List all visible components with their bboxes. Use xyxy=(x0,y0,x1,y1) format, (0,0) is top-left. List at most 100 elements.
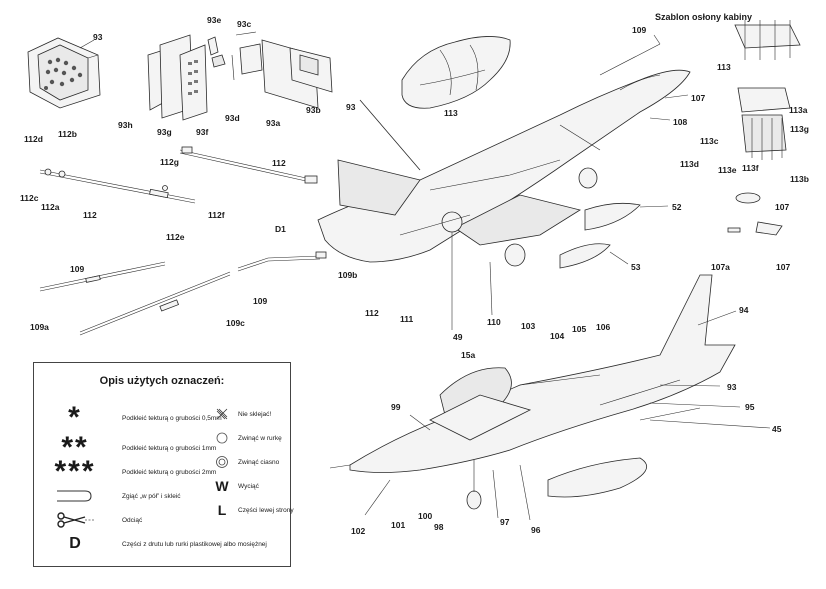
label-49: 49 xyxy=(453,332,463,342)
label-111: 111 xyxy=(400,314,414,324)
wire-109-long xyxy=(79,271,231,336)
label-112a: 112a xyxy=(41,202,60,212)
legend-item-right-0: Nie sklejać! xyxy=(210,403,466,425)
label-109-top: 109 xyxy=(632,25,646,35)
part-labels: 93 93e 93c 93h 93g 93f 93d 93a 93b 93 11… xyxy=(20,15,809,536)
label-109a: 109a xyxy=(30,322,49,332)
label-93a: 93a xyxy=(266,118,280,128)
label-101: 101 xyxy=(391,520,405,530)
label-93f: 93f xyxy=(196,127,208,137)
aircraft-side xyxy=(329,274,736,510)
legend-title: Opis użytych oznaczeń: xyxy=(99,375,225,387)
label-93e: 93e xyxy=(207,15,221,25)
label-112-low: 112 xyxy=(365,308,379,318)
wire-D1 xyxy=(237,251,327,272)
label-103: 103 xyxy=(521,321,535,331)
label-93-top: 93 xyxy=(93,32,103,42)
label-100: 100 xyxy=(418,511,432,521)
part-93c xyxy=(231,31,263,81)
label-93-right: 93 xyxy=(346,102,356,112)
part-107-probe xyxy=(727,192,783,236)
fold-icon xyxy=(40,485,110,507)
label-106: 106 xyxy=(596,322,610,332)
legend-text-3: Zgiąć „w pół” i skleić xyxy=(122,492,181,500)
instrument-panel-93 xyxy=(27,37,101,109)
label-107-a: 107 xyxy=(775,202,789,212)
label-112-left: 112 xyxy=(83,210,97,220)
label-109c: 109c xyxy=(226,318,245,328)
legend-item-3: Zgiąć „w pół” i skleić xyxy=(34,485,290,507)
label-112e: 112e xyxy=(166,232,185,242)
label-109b: 109b xyxy=(338,270,357,280)
legend-item-right-4: L Części lewej strony xyxy=(210,499,466,521)
label-113d: 113d xyxy=(680,159,699,169)
canopy-113 xyxy=(401,36,511,109)
do-not-glue-icon xyxy=(210,403,234,425)
legend-item-right-1: Zwinąć w rurkę xyxy=(210,427,466,449)
legend-text-5: Części z drutu lub rurki plastikowej alb… xyxy=(122,540,267,548)
label-45: 45 xyxy=(772,424,782,434)
leader-lines xyxy=(79,34,771,521)
label-93d: 93d xyxy=(225,113,240,123)
label-107-b: 107 xyxy=(776,262,790,272)
label-93c: 93c xyxy=(237,19,251,29)
panel-93b xyxy=(289,47,333,93)
label-93-low: 93 xyxy=(727,382,737,392)
legend-text-right-2: Zwinąć ciasno xyxy=(238,458,280,466)
label-93g: 93g xyxy=(157,127,172,137)
legend-text-right-1: Zwinąć w rurkę xyxy=(238,434,282,442)
label-109-left: 109 xyxy=(70,264,84,274)
label-113g: 113g xyxy=(790,124,809,134)
label-112b: 112b xyxy=(58,129,77,139)
label-113-template: 113 xyxy=(717,62,731,72)
wire-109 xyxy=(39,261,166,292)
wire-part-letter: D xyxy=(69,535,81,552)
single-asterisk-icon: * xyxy=(68,401,82,434)
legend-item-0: * Podkleić tekturą o grubości 0,5mm xyxy=(34,401,290,434)
label-113b: 113b xyxy=(790,174,809,184)
double-asterisk-icon: ** xyxy=(61,431,89,464)
label-97: 97 xyxy=(500,517,510,527)
legend-item-2: *** Podkleić tekturą o grubości 2mm xyxy=(34,457,290,487)
legend-text-0: Podkleić tekturą o grubości 0,5mm xyxy=(122,414,222,422)
label-112d: 112d xyxy=(24,134,43,144)
legend-item-4: Odciąć xyxy=(34,509,290,531)
legend-text-right-4: Części lewej strony xyxy=(238,506,294,514)
legend-text-1: Podkleić tekturą o grubości 1mm xyxy=(122,444,217,452)
label-108: 108 xyxy=(673,117,687,127)
label-D1: D1 xyxy=(275,224,286,234)
label-93h: 93h xyxy=(118,120,133,130)
wire-112-upper xyxy=(179,146,318,184)
label-112f: 112f xyxy=(208,210,225,220)
legend-text-right-0: Nie sklejać! xyxy=(238,410,272,418)
roll-tube-icon xyxy=(210,427,234,449)
label-113e: 113e xyxy=(718,165,737,175)
canopy-template-title: Szablon osłony kabiny xyxy=(655,12,753,22)
scissors-icon xyxy=(40,509,110,531)
label-109-bottom: 109 xyxy=(253,296,267,306)
label-53: 53 xyxy=(631,262,641,272)
label-113a: 113a xyxy=(789,105,808,115)
label-112-mid: 112 xyxy=(272,158,286,168)
label-52: 52 xyxy=(672,202,682,212)
label-110: 110 xyxy=(487,317,501,327)
label-15a: 15a xyxy=(461,350,475,360)
label-98: 98 xyxy=(434,522,444,532)
label-95: 95 xyxy=(745,402,755,412)
label-113-canopy: 113 xyxy=(444,108,458,118)
label-107-nose: 107 xyxy=(691,93,705,103)
legend-text-2: Podkleić tekturą o grubości 2mm xyxy=(122,468,217,476)
legend-box: Opis użytych oznaczeń: * Podkleić tektur… xyxy=(33,362,294,567)
left-side-letter: L xyxy=(217,502,227,518)
label-99: 99 xyxy=(391,402,401,412)
legend-text-right-3: Wyciąć xyxy=(238,482,259,490)
legend-item-right-2: Zwinąć ciasno xyxy=(210,451,466,473)
label-93b: 93b xyxy=(306,105,321,115)
legend-item-1: ** Podkleić tekturą o grubości 1mm xyxy=(34,431,290,464)
part-93e xyxy=(207,36,226,68)
label-94: 94 xyxy=(739,305,749,315)
label-113c: 113c xyxy=(700,136,719,146)
legend-item-5: D Części z drutu lub rurki plastikowej a… xyxy=(34,533,290,555)
